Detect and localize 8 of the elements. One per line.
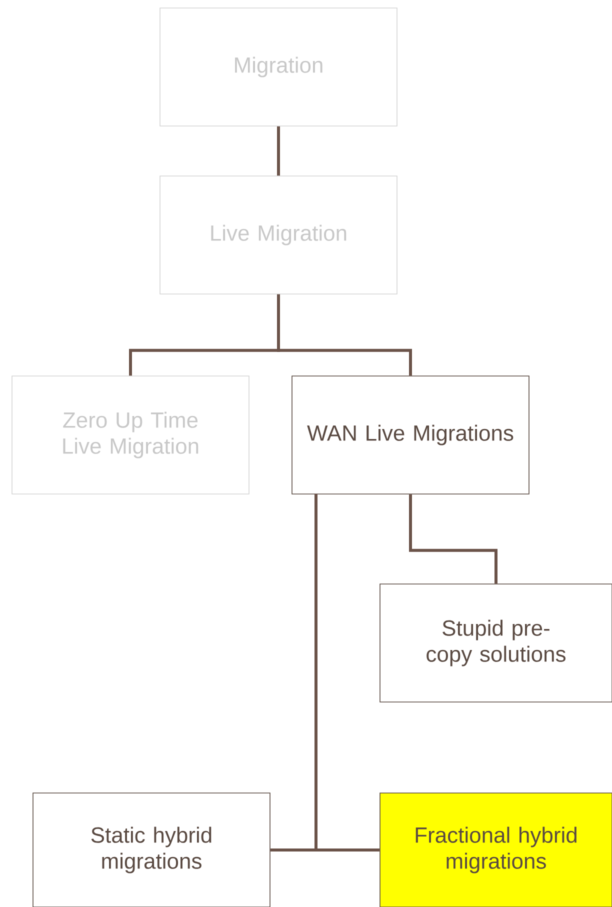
connector-line [409,494,498,584]
process-box: WAN Live Migrations [292,376,530,494]
connector-line [277,126,280,176]
process-box: Static hybrid migrations [32,792,270,907]
connector-line [277,294,412,376]
connector-line [314,494,380,852]
process-box: Fractional hybrid migrations [380,792,612,907]
process-box: Stupid pre-copy solutions [380,584,612,702]
